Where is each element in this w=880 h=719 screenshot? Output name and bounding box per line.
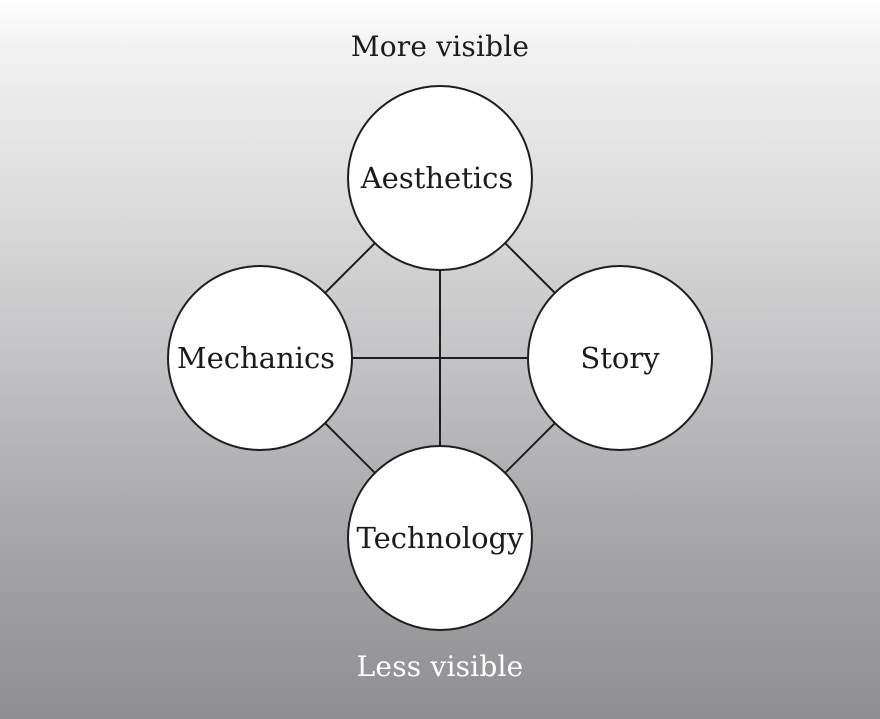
less-visible-label: Less visible	[356, 650, 524, 683]
story-circle	[527, 265, 713, 451]
more-visible-label: More visible	[350, 30, 530, 63]
mechanics-label: Mechanics	[177, 341, 335, 375]
aesthetics-circle	[347, 85, 533, 271]
mechanics-circle	[167, 265, 353, 451]
technology-circle	[347, 445, 533, 631]
aesthetics-label: Aesthetics	[360, 161, 514, 195]
story-label: Story	[580, 341, 660, 375]
technology-label: Technology	[357, 521, 525, 555]
